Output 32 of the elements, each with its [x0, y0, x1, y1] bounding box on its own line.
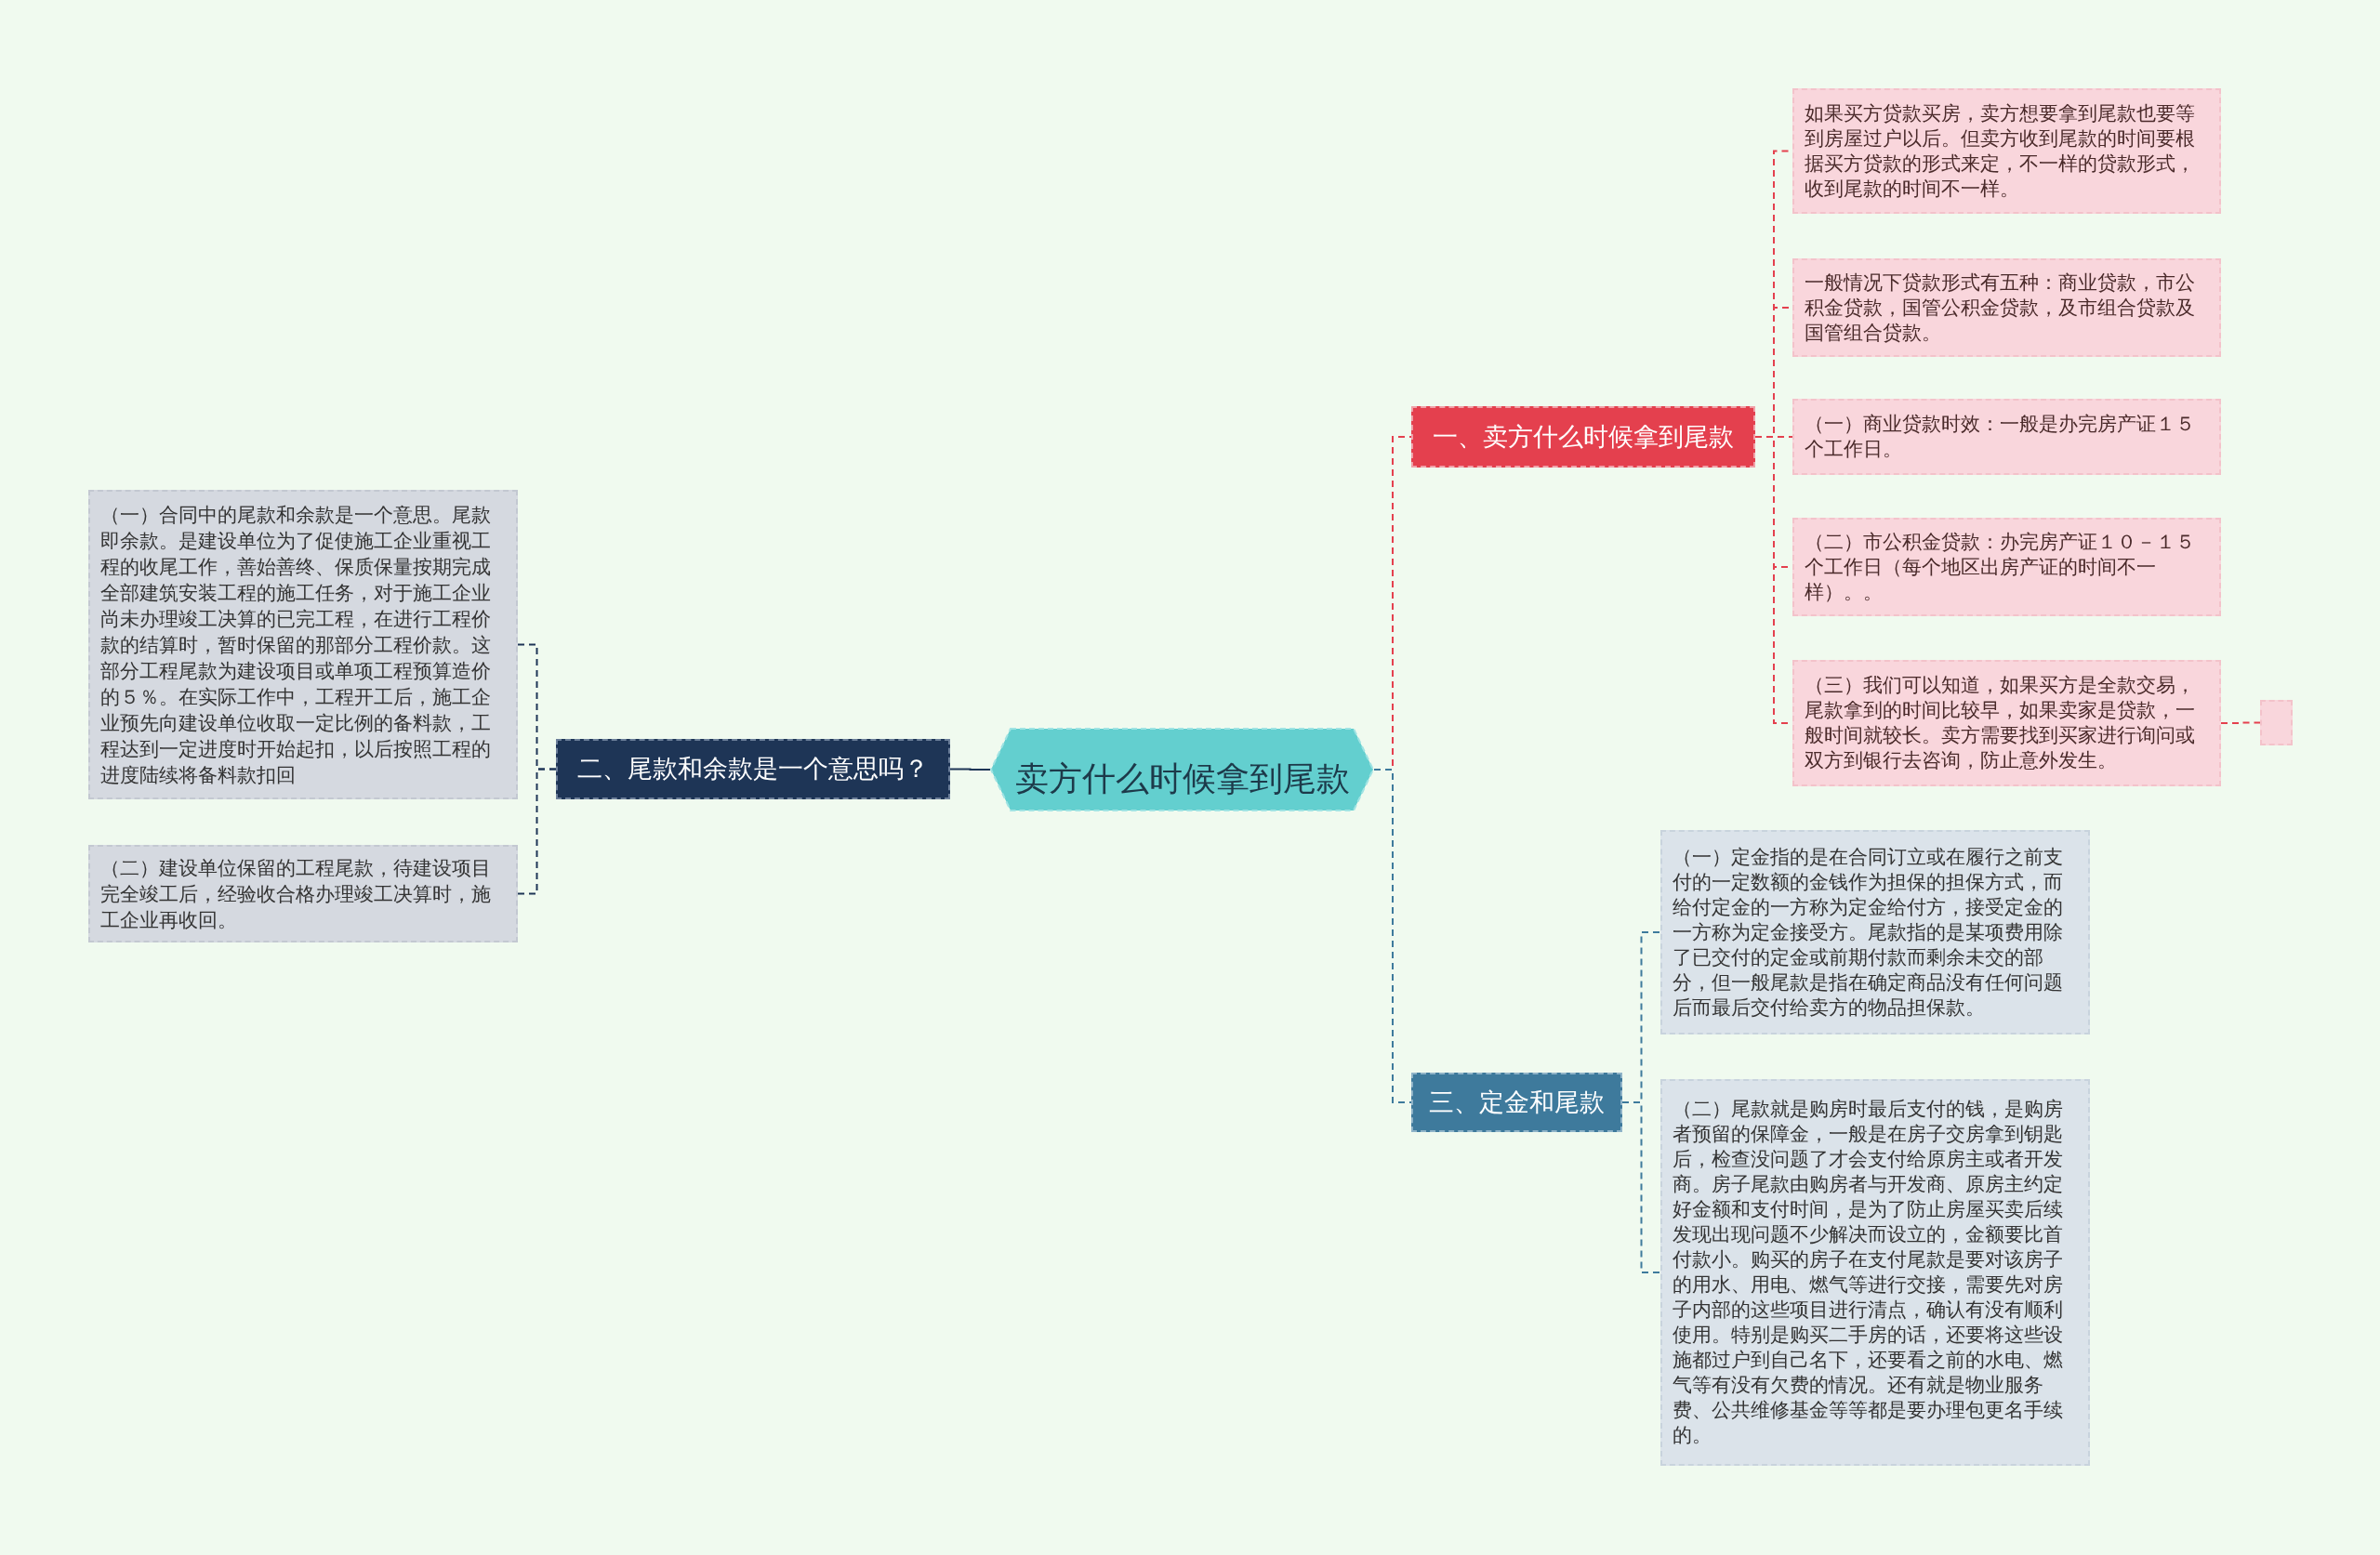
note-box — [1792, 258, 2221, 357]
branch-box — [556, 739, 950, 799]
note-text: （一）商业贷款时效：一般是办完房产证１５个工作日。 — [1805, 412, 2196, 462]
note-text: （一）合同中的尾款和余款是一个意思。尾款即余款。是建设单位为了促使施工企业重视工程的收尾工作，善始善终、保质保量按期完成全部建筑安装工程的施工任务，对于施工企业尚未办理竣工决算的已完工程，在进行工程价款的结算时，暂时保留的那部分工程价款。这部分工程尾款为建设项目或单项工程预算造价的５％。在实际工作中，工程开工后，施工企业预先向建设单位收取一定比例的备料款，工程达到一定进度时开始起扣，以后按照工程的进度陆续将备料款扣回 — [100, 502, 492, 788]
empty-box — [2260, 700, 2293, 745]
note-text: （一）定金指的是在合同订立或在履行之前支付的一定数额的金钱作为担保的担保方式，而给付定金的一方称为定金给付方，接受定金的一方称为定金接受方。尾款指的是某项费用除了已交付的定金或前期付款而剩余未交的部分，但一般尾款是指在确定商品没有任何问题后而最后交付给卖方的物品担保款。 — [1673, 844, 2064, 1021]
connector-line — [1373, 769, 1412, 1103]
note-text: 一般情况下贷款形式有五种：商业贷款，市公积金贷款，国管公积金贷款，及市组合贷款及国管组合贷款。 — [1805, 270, 2196, 346]
note-box — [1792, 660, 2221, 786]
note-box — [88, 845, 518, 942]
note-text: （二）建设单位保留的工程尾款，待建设项目完全竣工后，经验收合格办理竣工决算时，施工企业再收回。 — [100, 855, 492, 933]
topic-text: 卖方什么时候拿到尾款 — [1014, 758, 1350, 799]
note-text: （二）尾款就是购房时最后支付的钱，是购房者预留的保障金，一般是在房子交房拿到钥匙后，检查没问题了才会支付给原房主或者开发商。房子尾款由购房者与开发商、原房主约定好金额和支付时间，是为了防止房屋买卖后续发现出现问题不少解决而设立的，金额要比首付款小。购买的房子在支付尾款是要对该房子的用水、用电、燃气等进行交接，需要先对房子内部的这些项目进行清点，确认有没有顺利使用。特别是购买二手房的话，还要将这些设施都过户到自己名下，还要看之前的水电、燃气等有没有欠费的情况。还有就是物业服务费、公共维修基金等等都是要办理包更名手续的。 — [1673, 1097, 2064, 1448]
note-text: （二）市公积金贷款：办完房产证１０－１５个工作日（每个地区出房产证的时间不一样）。。 — [1805, 529, 2196, 605]
branch-text: 一、卖方什么时候拿到尾款 — [1433, 420, 1734, 453]
connector-line — [517, 768, 557, 895]
note-box — [1792, 88, 2221, 214]
note-text: 如果买方贷款买房，卖方想要拿到尾款也要等到房屋过户以后。但卖方收到尾款的时间要根据买方贷款的形式来定，不一样的贷款形式，收到尾款的时间不一样。 — [1805, 100, 2196, 202]
note-box — [1660, 830, 2090, 1034]
note-box — [88, 490, 518, 799]
connector-line — [1621, 1101, 1661, 1273]
branch-box — [1411, 406, 1755, 468]
connector-line — [949, 768, 991, 771]
branch-text: 三、定金和尾款 — [1429, 1086, 1605, 1118]
connector-line — [2220, 721, 2261, 724]
note-text: （三）我们可以知道，如果买方是全款交易，尾款拿到的时间比较早，如果卖家是贷款，一般时间就较长。卖方需要找到买家进行询问或双方到银行去咨询，防止意外发生。 — [1805, 673, 2196, 773]
note-box — [1792, 399, 2221, 475]
branch-box — [1411, 1073, 1622, 1132]
branch-text: 二、尾款和余款是一个意思吗？ — [577, 753, 929, 785]
note-box — [1792, 518, 2221, 616]
note-box — [1660, 1079, 2090, 1466]
central-topic — [990, 728, 1374, 811]
